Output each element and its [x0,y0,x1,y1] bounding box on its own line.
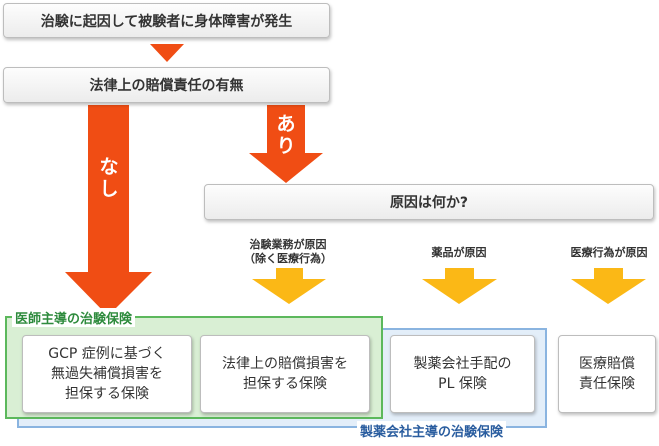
investigator-region-label: 医師主導の治験保険 [12,308,136,327]
medical-liability-insurance-text: 医療賠償 責任保険 [579,356,635,392]
yes-branch-label: あり [276,113,296,157]
pl-insurance-box: 製薬会社手配の PL 保険 [390,335,535,413]
no-branch-arrow [65,105,152,316]
no-fault-insurance-text: GCP 症例に基づく 無過失補償損害を 担保する保険 [48,346,166,402]
trial-task-cause-arrow [252,268,326,304]
cause-label-drug: 薬品が原因 [431,246,487,259]
medical-act-cause-arrow [571,268,646,304]
pl-insurance-text: 製薬会社手配の PL 保険 [413,356,512,392]
legal-liability-insurance-text: 法律上の賠償損害を 担保する保険 [222,356,348,392]
drug-cause-arrow [422,268,497,304]
title-box: 治験に起因して被験者に身体障害が発生 [3,3,330,38]
liability-question-text: 法律上の賠償責任の有無 [89,78,244,94]
cause-label-medical-act: 医療行為が原因 [570,246,648,259]
no-fault-insurance-box: GCP 症例に基づく 無過失補償損害を 担保する保険 [22,335,192,413]
yes-branch-arrow [249,105,323,183]
sponsor-region-label: 製薬会社主導の治験保険 [357,421,507,440]
liability-question-box: 法律上の賠償責任の有無 [3,67,330,103]
medical-liability-insurance-box: 医療賠償 責任保険 [558,335,656,413]
small-down-arrow [150,44,184,62]
cause-question-box: 原因は何か? [204,184,654,220]
legal-liability-insurance-box: 法律上の賠償損害を 担保する保険 [200,335,370,413]
no-branch-label: なし [99,156,119,200]
title-text: 治験に起因して被験者に身体障害が発生 [40,13,293,30]
cause-label-trial-task: 治験業務が原因 （除く医療行為） [244,238,332,265]
cause-question-text: 原因は何か? [389,195,469,211]
